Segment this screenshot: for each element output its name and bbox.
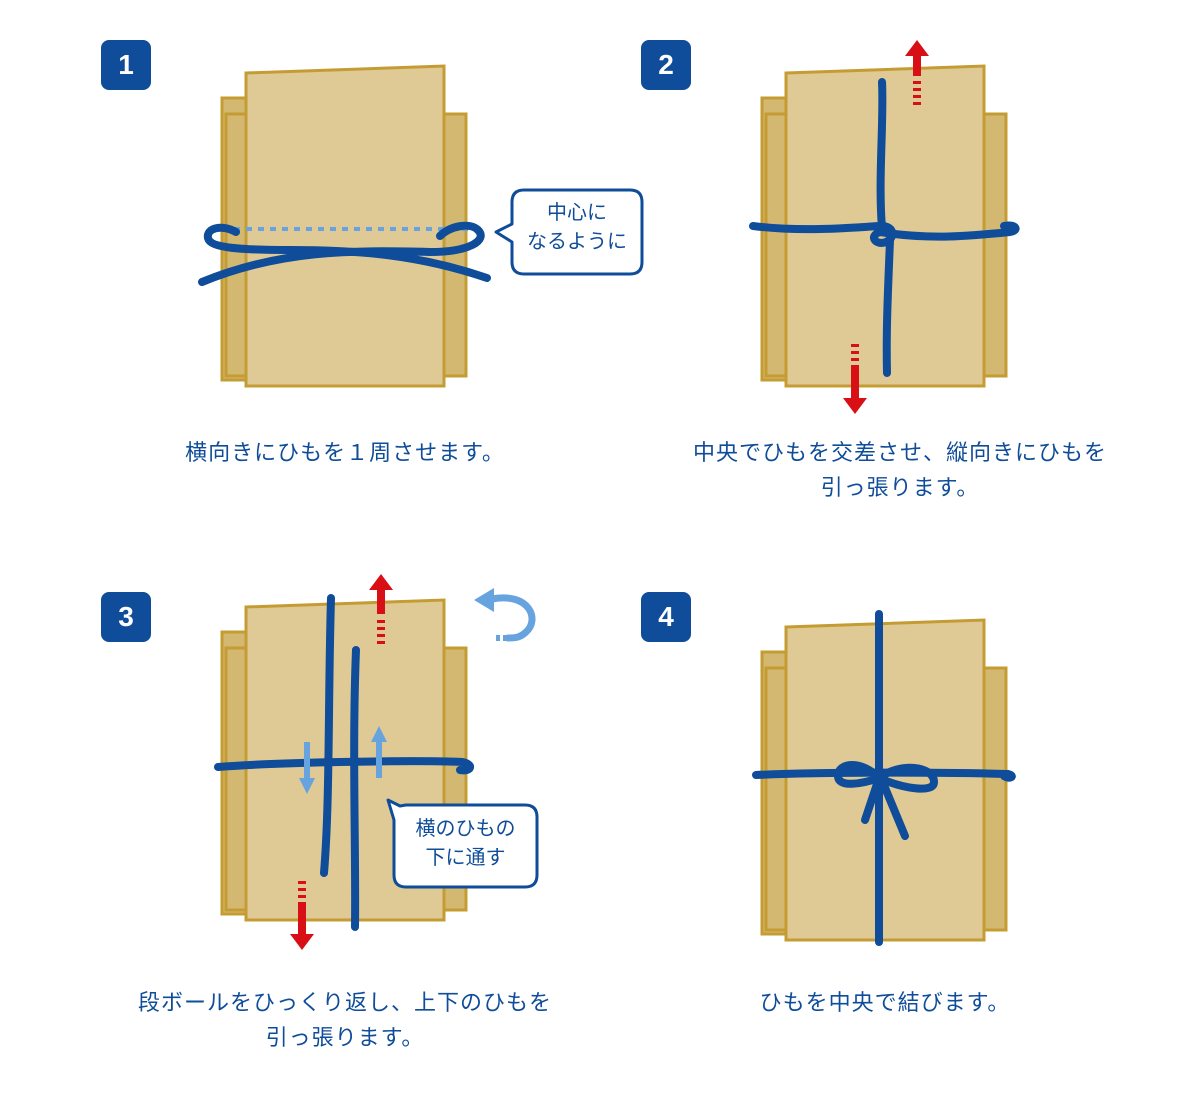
step-1-badge: 1	[101, 40, 151, 90]
step-3-badge: 3	[101, 592, 151, 642]
string-vertical-right	[350, 646, 360, 931]
red-arrow-icon-down	[843, 344, 867, 414]
string-horizontal	[214, 757, 474, 775]
cardboard-stack-1	[220, 64, 468, 388]
bubble-1-line-2: なるように	[527, 229, 627, 253]
string-horizontal	[749, 221, 1020, 247]
string-horizontal	[752, 768, 1016, 782]
step-2-caption: 中央でひもを交差させ、縦向きにひもを 引っ張ります。	[640, 436, 1160, 506]
step-3-illustration	[214, 574, 539, 950]
step-1-illustration	[198, 64, 644, 388]
step-4-caption: ひもを中央で結びます。	[640, 986, 1130, 1021]
string-vertical-bottom	[882, 236, 894, 377]
string-vertical-top	[876, 78, 887, 232]
step-2-caption-line-2: 引っ張ります。	[820, 476, 980, 502]
bubble-3-line-2: 下に通す	[425, 845, 506, 869]
step-2-badge: 2	[641, 40, 691, 90]
step-1-caption: 横向きにひもを１周させます。	[100, 436, 590, 471]
step-1-caption-line-1: 横向きにひもを１周させます。	[185, 441, 505, 466]
bubble-3-line-1: 横のひもの	[415, 816, 516, 840]
bubble-1-line-1: 中心に	[547, 200, 607, 224]
step-4-caption-line-1: ひもを中央で結びます。	[759, 991, 1011, 1016]
bubble-1-text: 中心に なるように	[512, 198, 642, 256]
red-arrow-icon-up	[369, 574, 393, 644]
step-3-caption-line-1: 段ボールをひっくり返し、上下のひもを	[137, 991, 552, 1016]
bubble-3-text: 横のひもの 下に通す	[394, 814, 537, 872]
step-3-caption: 段ボールをひっくり返し、上下のひもを 引っ張ります。	[100, 986, 590, 1056]
step-4-illustration	[752, 610, 1016, 946]
red-arrow-icon-up	[905, 40, 929, 105]
step-4-badge: 4	[641, 592, 691, 642]
bow-knot	[834, 761, 938, 840]
step-2-illustration	[749, 40, 1020, 414]
knot-center	[872, 771, 886, 785]
red-arrow-icon-down	[290, 881, 314, 950]
slide-arrow-icon-up	[371, 726, 387, 778]
flip-arrow-icon	[474, 588, 536, 642]
string-vertical-left	[320, 594, 335, 877]
slide-arrow-icon-down	[299, 742, 315, 794]
step-2-caption-line-1: 中央でひもを交差させ、縦向きにひもを	[692, 441, 1107, 466]
step-3-caption-line-2: 引っ張ります。	[265, 1026, 425, 1052]
bubble-1	[494, 188, 644, 276]
bubble-3	[386, 798, 539, 889]
string-loop	[198, 221, 491, 286]
